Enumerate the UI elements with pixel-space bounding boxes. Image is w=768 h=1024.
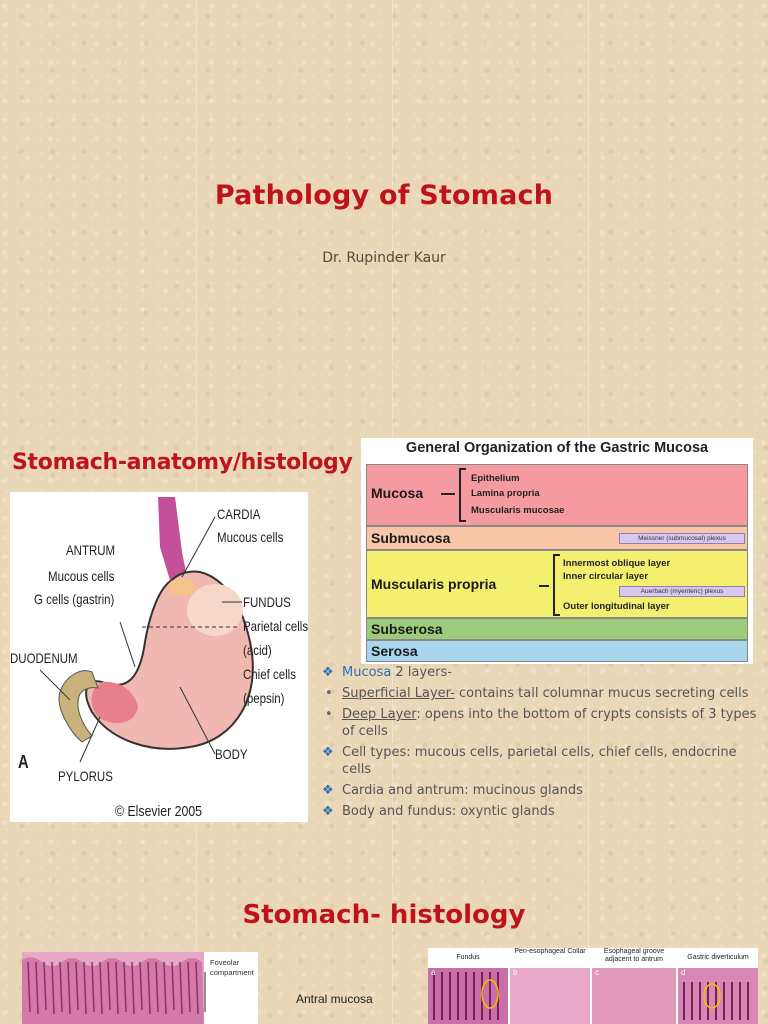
cardia-label: CARDIA	[217, 506, 261, 522]
muscularis-mucosae-label: Muscularis mucosae	[471, 505, 565, 516]
bullet-superficial-layer: • Superficial Layer- contains tall colum…	[322, 685, 762, 702]
diamond-bullet-icon: ❖	[322, 783, 334, 798]
serosa-band	[366, 640, 748, 662]
superficial-layer-desc: contains tall columnar mucus secreting c…	[454, 686, 749, 701]
figure-title: General Organization of the Gastric Muco…	[405, 440, 709, 456]
antrum-leader	[119, 621, 136, 668]
caption-peri-esophageal: Peri-esophageal Collar	[514, 948, 586, 955]
antrum-region	[91, 681, 138, 724]
panel-letter-d: d	[681, 968, 686, 977]
pepsin-label: (pepsin)	[243, 690, 285, 706]
diamond-bullet-icon: ❖	[322, 665, 334, 680]
bullet-body-fundus: ❖ Body and fundus: oxyntic glands	[322, 803, 762, 820]
antrum-label: ANTRUM	[66, 542, 116, 558]
pylorus-label: PYLORUS	[58, 768, 113, 784]
panel-letter-a: a	[431, 968, 436, 977]
esophagus-shape	[158, 497, 188, 587]
panel-gastric-diverticulum	[678, 968, 758, 1024]
deep-layer-term: Deep Layer	[342, 707, 417, 722]
section-heading-histology: Stomach- histology	[242, 900, 526, 930]
bullet-mucosa: ❖ Mucosa 2 layers-	[322, 664, 762, 681]
superficial-layer-term: Superficial Layer-	[342, 686, 455, 701]
figure-letter: A	[18, 752, 29, 772]
antrum-cells-label: Mucous cells	[48, 568, 115, 584]
acid-label: (acid)	[243, 642, 272, 658]
diamond-bullet-icon: ❖	[322, 745, 334, 760]
author-name: Dr. Rupinder Kaur	[322, 250, 446, 266]
gastric-regions-histology-image: Fundus Peri-esophageal Collar Esophageal…	[428, 948, 758, 1024]
epithelium-label: Epithelium	[471, 473, 520, 484]
section-heading-anatomy: Stomach-anatomy/histology	[12, 450, 353, 475]
cardia-region	[168, 578, 196, 596]
subserosa-band	[366, 618, 748, 640]
deep-layer-desc: : opens into the bottom of crypts consis…	[342, 707, 757, 739]
cardia-antrum-text: Cardia and antrum: mucinous glands	[342, 783, 583, 798]
oblique-layer-label: Innermost oblique layer	[563, 558, 671, 569]
dot-bullet-icon: •	[325, 686, 333, 701]
muscularis-propria-band	[366, 550, 748, 618]
body-fundus-text: Body and fundus: oxyntic glands	[342, 804, 555, 819]
body-label: BODY	[215, 746, 248, 762]
panel-esophageal-groove	[592, 968, 676, 1024]
circular-layer-label: Inner circular layer	[563, 571, 649, 582]
duodenum-label: DUODENUM	[10, 650, 78, 666]
stomach-anatomy-figure: CARDIA Mucous cells ANTRUM Mucous cells …	[10, 492, 308, 822]
caption-fundus: Fundus	[456, 954, 480, 961]
mucosa-term: Mucosa	[342, 665, 392, 680]
mucosa-dash	[441, 493, 455, 495]
mucosa-brace	[459, 468, 466, 522]
pylorus-leader	[79, 716, 101, 763]
stomach-illustration	[39, 497, 254, 763]
cell-types-text: Cell types: mucous cells, parietal cells…	[342, 745, 737, 777]
parietal-cells-label: Parietal cells	[243, 618, 309, 634]
antral-mucosa-label: Antral mucosa	[296, 992, 373, 1006]
caption-gastric-diverticulum: Gastric diverticulum	[687, 954, 749, 961]
cardia-cells-label: Mucous cells	[217, 529, 284, 545]
foveolar-label: Foveolar compartment	[210, 958, 254, 977]
chief-cells-label: Chief cells	[243, 666, 296, 682]
diamond-bullet-icon: ❖	[322, 804, 334, 819]
foveolar-histology-image: Foveolar compartment	[22, 952, 258, 1024]
muscularis-brace	[553, 554, 560, 616]
bullet-cell-types: ❖ Cell types: mucous cells, parietal cel…	[322, 744, 762, 778]
antrum-gcells-label: G cells (gastrin)	[34, 591, 115, 607]
fundus-region	[187, 584, 243, 636]
panel-fundus	[428, 968, 508, 1024]
body-leader	[179, 686, 216, 755]
muscularis-propria-label: Muscularis propria	[371, 576, 497, 592]
duodenum-leader	[39, 669, 71, 701]
caption-esophageal-groove: Esophageal groove adjacent to antrum	[603, 948, 665, 963]
mucosa-band	[366, 464, 748, 526]
bullet-deep-layer: • Deep Layer: opens into the bottom of c…	[322, 706, 762, 740]
gastric-mucosa-figure: General Organization of the Gastric Muco…	[361, 438, 753, 664]
mucosa-label: Mucosa	[371, 485, 424, 501]
copyright-label: © Elsevier 2005	[115, 803, 203, 820]
muscularis-dash	[539, 585, 549, 587]
auerbach-plexus-tag: Auerbach (myenteric) plexus	[619, 586, 745, 597]
foveolar-micrograph	[22, 952, 206, 1024]
longitudinal-layer-label: Outer longitudinal layer	[563, 601, 670, 612]
meissner-plexus-tag: Meissner (submucosal) plexus	[619, 533, 745, 544]
serosa-label: Serosa	[371, 643, 418, 659]
submucosa-label: Submucosa	[371, 530, 451, 546]
panel-letter-b: b	[513, 968, 518, 977]
fundus-label: FUNDUS	[243, 594, 291, 610]
subserosa-label: Subserosa	[371, 621, 443, 637]
bullet-cardia-antrum: ❖ Cardia and antrum: mucinous glands	[322, 782, 762, 799]
cardia-leader	[181, 516, 216, 578]
mucosa-desc: 2 layers-	[391, 665, 452, 680]
dot-bullet-icon: •	[325, 707, 333, 722]
panel-letter-c: c	[595, 968, 599, 977]
lamina-propria-label: Lamina propria	[471, 488, 540, 499]
slide-title: Pathology of Stomach	[214, 180, 554, 211]
mucosa-bullet-list: ❖ Mucosa 2 layers- • Superficial Layer- …	[322, 664, 762, 824]
panel-peri-esophageal	[510, 968, 590, 1024]
